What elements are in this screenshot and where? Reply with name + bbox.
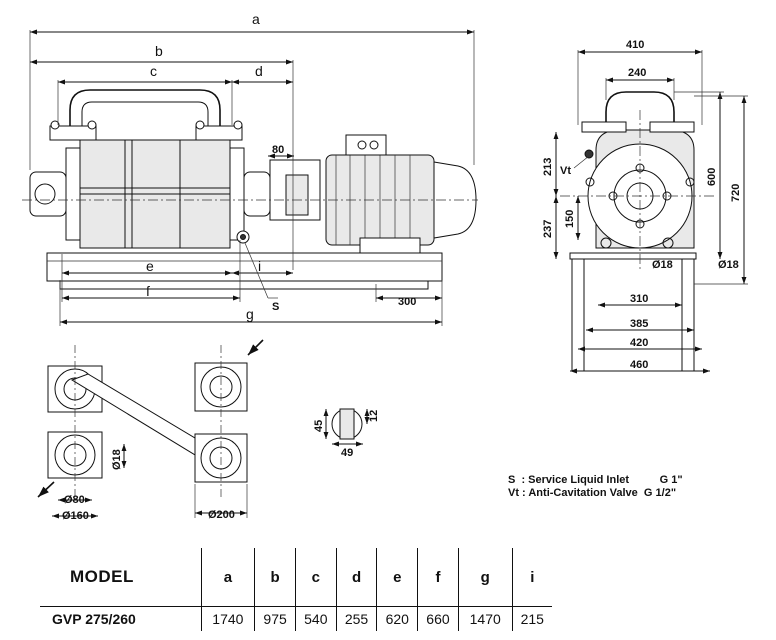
dim-a: a bbox=[252, 11, 260, 27]
header-f: f bbox=[417, 548, 459, 607]
vt-label: Vt bbox=[560, 165, 571, 177]
cell-c: 540 bbox=[294, 606, 337, 631]
cell-d: 255 bbox=[335, 606, 377, 631]
flange-detail: Ø18 Ø80 Ø160 Ø200 bbox=[37, 339, 264, 522]
table-row: GVP 275/260 1740 975 540 255 620 660 147… bbox=[40, 606, 552, 631]
legend-s-key: S : Service Liquid Inlet bbox=[508, 474, 630, 486]
header-g: g bbox=[457, 548, 513, 607]
header-i: i bbox=[511, 548, 552, 607]
front-view: 410 240 213 237 150 600 720 Vt Ø18 Ø18 3… bbox=[542, 39, 748, 374]
dim-dia160: Ø160 bbox=[62, 510, 89, 522]
dim-240: 240 bbox=[628, 67, 646, 79]
dim-300: 300 bbox=[398, 296, 416, 308]
legend-s-value: G 1" bbox=[659, 474, 683, 486]
cell-i: 215 bbox=[511, 606, 552, 631]
dim-460: 460 bbox=[630, 359, 648, 371]
dim-i: i bbox=[258, 258, 261, 274]
table-header-row: MODEL a b c d e f g i bbox=[40, 548, 552, 607]
dim-dia18-a: Ø18 bbox=[652, 259, 673, 271]
side-view: a b c d 80 e i f 300 g S bbox=[22, 11, 478, 326]
dim-c: c bbox=[150, 63, 157, 79]
legend-vt-value: G 1/2" bbox=[643, 487, 677, 499]
header-model: MODEL bbox=[70, 567, 134, 586]
header-d: d bbox=[335, 548, 377, 607]
dim-b: b bbox=[155, 43, 163, 59]
dim-237: 237 bbox=[542, 220, 554, 238]
dim-dia80: Ø80 bbox=[64, 494, 85, 506]
dim-d: d bbox=[255, 63, 263, 79]
dim-80: 80 bbox=[272, 144, 284, 156]
header-a: a bbox=[200, 548, 255, 607]
cell-model: GVP 275/260 bbox=[40, 606, 201, 631]
dimension-table: MODEL a b c d e f g i GVP 275/260 1740 9… bbox=[40, 548, 552, 631]
dim-720: 720 bbox=[730, 184, 742, 202]
header-e: e bbox=[376, 548, 418, 607]
dim-213: 213 bbox=[542, 158, 554, 176]
dim-dia18-c: Ø18 bbox=[111, 449, 123, 470]
dim-600: 600 bbox=[706, 168, 718, 186]
dim-dia200: Ø200 bbox=[208, 509, 235, 521]
dim-410: 410 bbox=[626, 39, 644, 51]
cell-a: 1740 bbox=[200, 606, 255, 631]
shaft-key-detail: 45 12 49 bbox=[313, 408, 380, 459]
dim-49: 49 bbox=[341, 447, 353, 459]
header-c: c bbox=[294, 548, 337, 607]
dim-e: e bbox=[146, 258, 154, 274]
dim-f: f bbox=[146, 283, 150, 299]
dim-385: 385 bbox=[630, 318, 648, 330]
cell-f: 660 bbox=[417, 606, 459, 631]
cell-g: 1470 bbox=[457, 606, 513, 631]
cell-b: 975 bbox=[254, 606, 296, 631]
legend-vt-key: Vt : Anti-Cavitation Valve bbox=[508, 487, 638, 499]
dim-45: 45 bbox=[313, 420, 325, 432]
dim-420: 420 bbox=[630, 337, 648, 349]
dim-dia18-b: Ø18 bbox=[718, 259, 739, 271]
dim-s: S bbox=[272, 301, 279, 313]
legend: S : Service Liquid Inlet G 1" Vt : Anti-… bbox=[508, 474, 683, 500]
dim-12: 12 bbox=[368, 410, 380, 422]
header-b: b bbox=[254, 548, 296, 607]
dim-150: 150 bbox=[564, 210, 576, 228]
dim-g: g bbox=[246, 306, 254, 322]
dim-310: 310 bbox=[630, 293, 648, 305]
cell-e: 620 bbox=[376, 606, 418, 631]
